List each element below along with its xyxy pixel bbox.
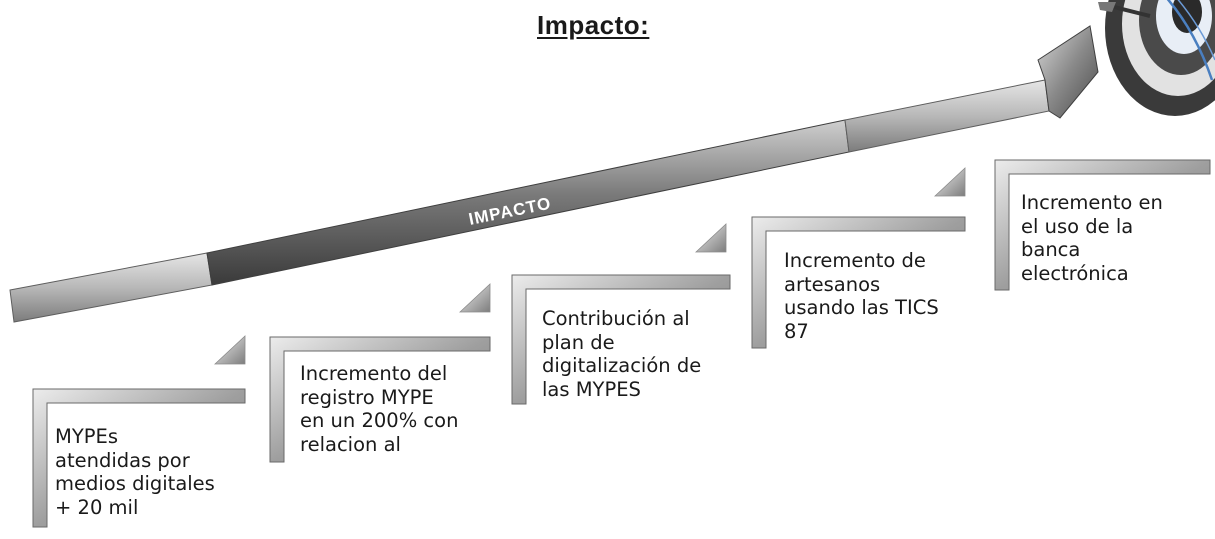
step-1-frame (32, 335, 246, 528)
step-2-text: Incremento del registro MYPE en un 200% … (300, 362, 459, 456)
page-title: Impacto: (537, 10, 650, 40)
step-3-frame (511, 223, 731, 405)
step-2-frame (269, 283, 491, 463)
step-4-text: Incremento de artesanos usando las TICS … (784, 249, 939, 343)
step-5-text: Incremento en el uso de la banca electró… (1021, 191, 1163, 285)
step-5-frame (994, 159, 1211, 291)
step-3-text: Contribución al plan de digitalización d… (542, 307, 702, 401)
target-dartboard-icon (1098, 0, 1215, 116)
step-4-frame (751, 167, 966, 349)
step-1-text: MYPEs atendidas por medios digitales + 2… (55, 425, 215, 519)
